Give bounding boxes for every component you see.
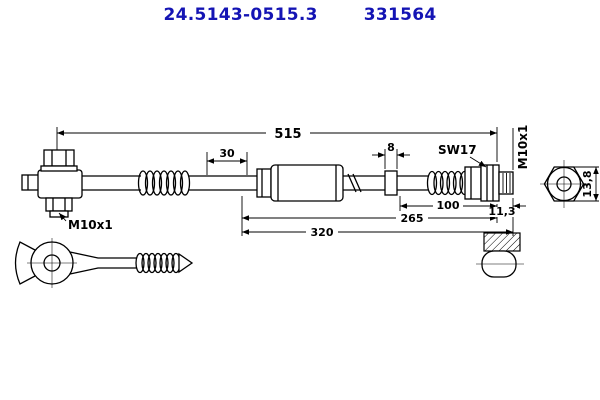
dimension-labels: 515 30 8 SW17 M10x1 M10x1 100 11,3 265 3…: [58, 125, 594, 239]
side-view-spring: [135, 252, 181, 274]
part-number: 24.5143-0515.3: [163, 5, 318, 25]
protective-spring-left: [137, 170, 191, 196]
hose-end-cap: [178, 252, 194, 274]
banjo-bolt-nut: [45, 197, 73, 212]
dim-100-label: 100: [437, 199, 460, 212]
dim-13-8-label: 13,8: [581, 170, 594, 197]
dim-30-label: 30: [219, 147, 235, 160]
part-header: 24.5143-0515.3 331564: [0, 5, 600, 25]
pipe-stub: [21, 174, 41, 191]
threaded-stub: [498, 171, 514, 195]
sleeve-body: [270, 164, 344, 202]
hose-marking: [347, 173, 357, 193]
banjo-eye: [37, 169, 83, 199]
wrench-size-label: SW17: [438, 143, 477, 157]
washer: [40, 165, 78, 172]
ean-number: 331564: [363, 5, 437, 25]
crimp-ferrule-left: [256, 168, 272, 198]
clevis-jaw: [14, 241, 36, 285]
bore-circle: [556, 176, 572, 192]
hex-nut: [480, 164, 500, 202]
dim-11-3-label: 11,3: [488, 205, 515, 218]
mounting-ring: [384, 170, 398, 196]
dim-8-label: 8: [387, 141, 395, 154]
banjo-bolt-head: [43, 149, 75, 167]
dim-265-label: 265: [401, 212, 424, 225]
dim-515-label: 515: [274, 127, 301, 142]
protective-spring-right: [426, 170, 470, 196]
thread-left-leader: [58, 212, 67, 222]
nut-chamfer-circle: [546, 166, 582, 202]
bracket-section-hatched: [483, 232, 521, 252]
hose-sleeve: [256, 164, 344, 202]
hose-assembly-main-view: [21, 149, 514, 218]
banjo-fitting-side-view: [14, 238, 194, 288]
thread-right-label: M10x1: [516, 125, 530, 170]
sw17-leader: [469, 156, 487, 168]
crimp-ferrule-right: [464, 166, 482, 200]
right-fitting: [464, 164, 514, 202]
thread-left-label: M10x1: [68, 218, 113, 232]
bolt-tip: [49, 210, 69, 218]
dimension-lines: [56, 127, 526, 236]
bulkhead-section-view: [476, 232, 524, 278]
fitting-end-view: [540, 160, 599, 208]
dim-320-label: 320: [311, 226, 334, 239]
banjo-fitting: [21, 149, 83, 218]
